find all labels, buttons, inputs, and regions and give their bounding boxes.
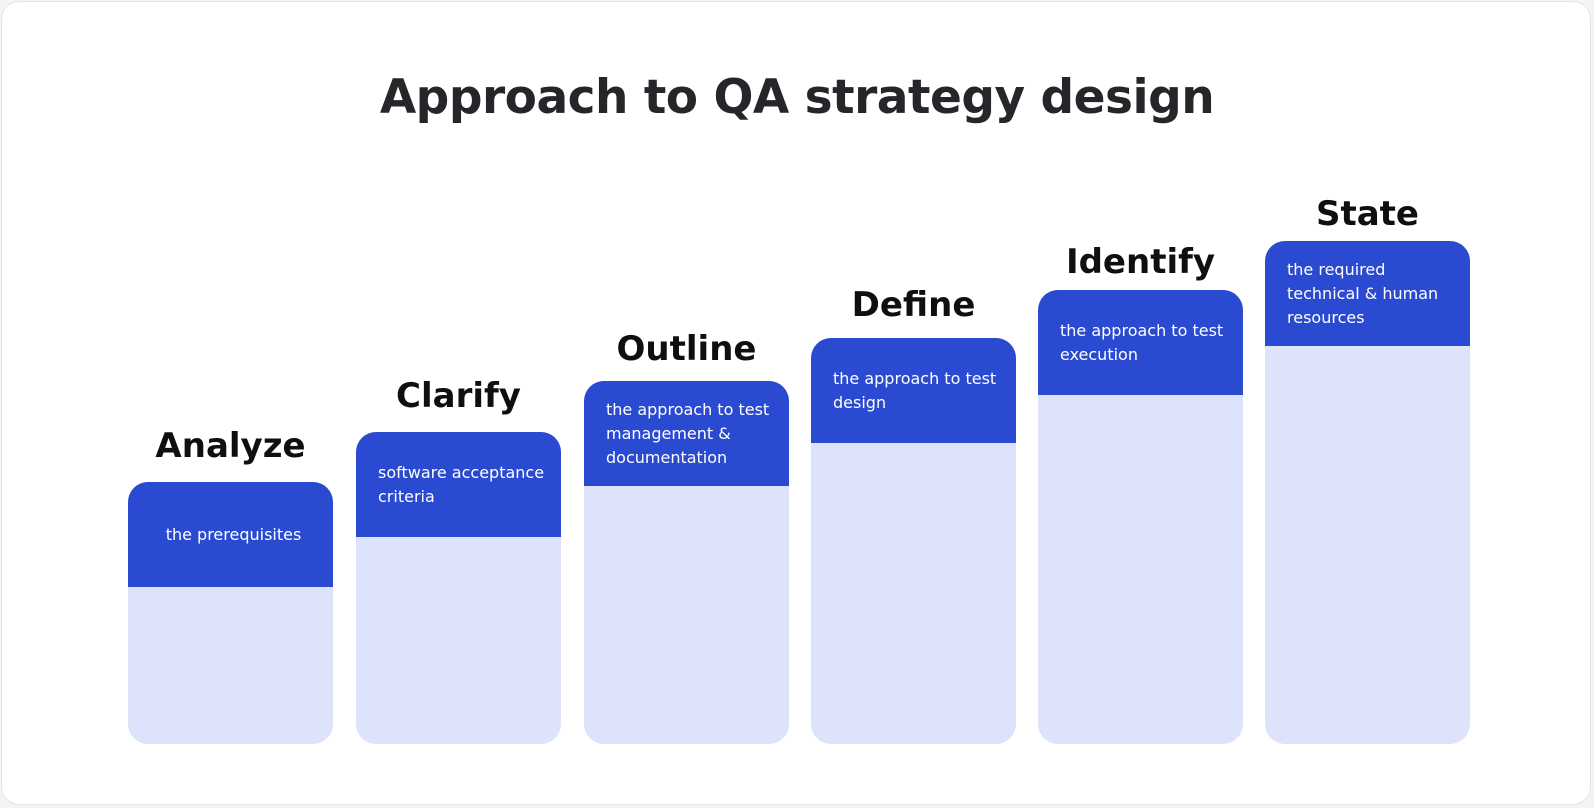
page-title: Approach to QA strategy design: [379, 70, 1215, 125]
step-description: software acceptance criteria: [378, 462, 545, 506]
step-label: Identify: [1065, 242, 1216, 282]
step-label: State: [1316, 194, 1419, 234]
step-label: Clarify: [396, 376, 521, 416]
step-bar: the prerequisites: [128, 482, 333, 744]
step-bar: the approach to test design: [811, 338, 1016, 744]
step-bar-header: the prerequisites: [128, 482, 333, 587]
step-bar: the approach to test management & docume…: [584, 381, 789, 744]
step-description: the prerequisites: [165, 524, 302, 544]
step-bar-header: software acceptance criteria: [356, 432, 561, 537]
step-description: the approach to test design: [833, 368, 997, 412]
step-label: Analyze: [155, 426, 306, 466]
step-bar: the approach to test execution: [1038, 290, 1243, 744]
step-label: Define: [851, 285, 976, 325]
step-description: the approach to test management & docume…: [606, 399, 770, 467]
step-bar-header: the approach to test management & docume…: [584, 381, 789, 486]
step-description: the approach to test execution: [1060, 320, 1224, 364]
step-bar-header: the approach to test design: [811, 338, 1016, 443]
step-label: Outline: [616, 329, 757, 369]
step-bar-header: the required technical & human resources: [1265, 241, 1470, 346]
step-bar: software acceptance criteria: [356, 432, 561, 744]
step-bar: the required technical & human resources: [1265, 241, 1470, 744]
step-description: the required technical & human resources: [1287, 259, 1439, 327]
step-bar-header: the approach to test execution: [1038, 290, 1243, 395]
